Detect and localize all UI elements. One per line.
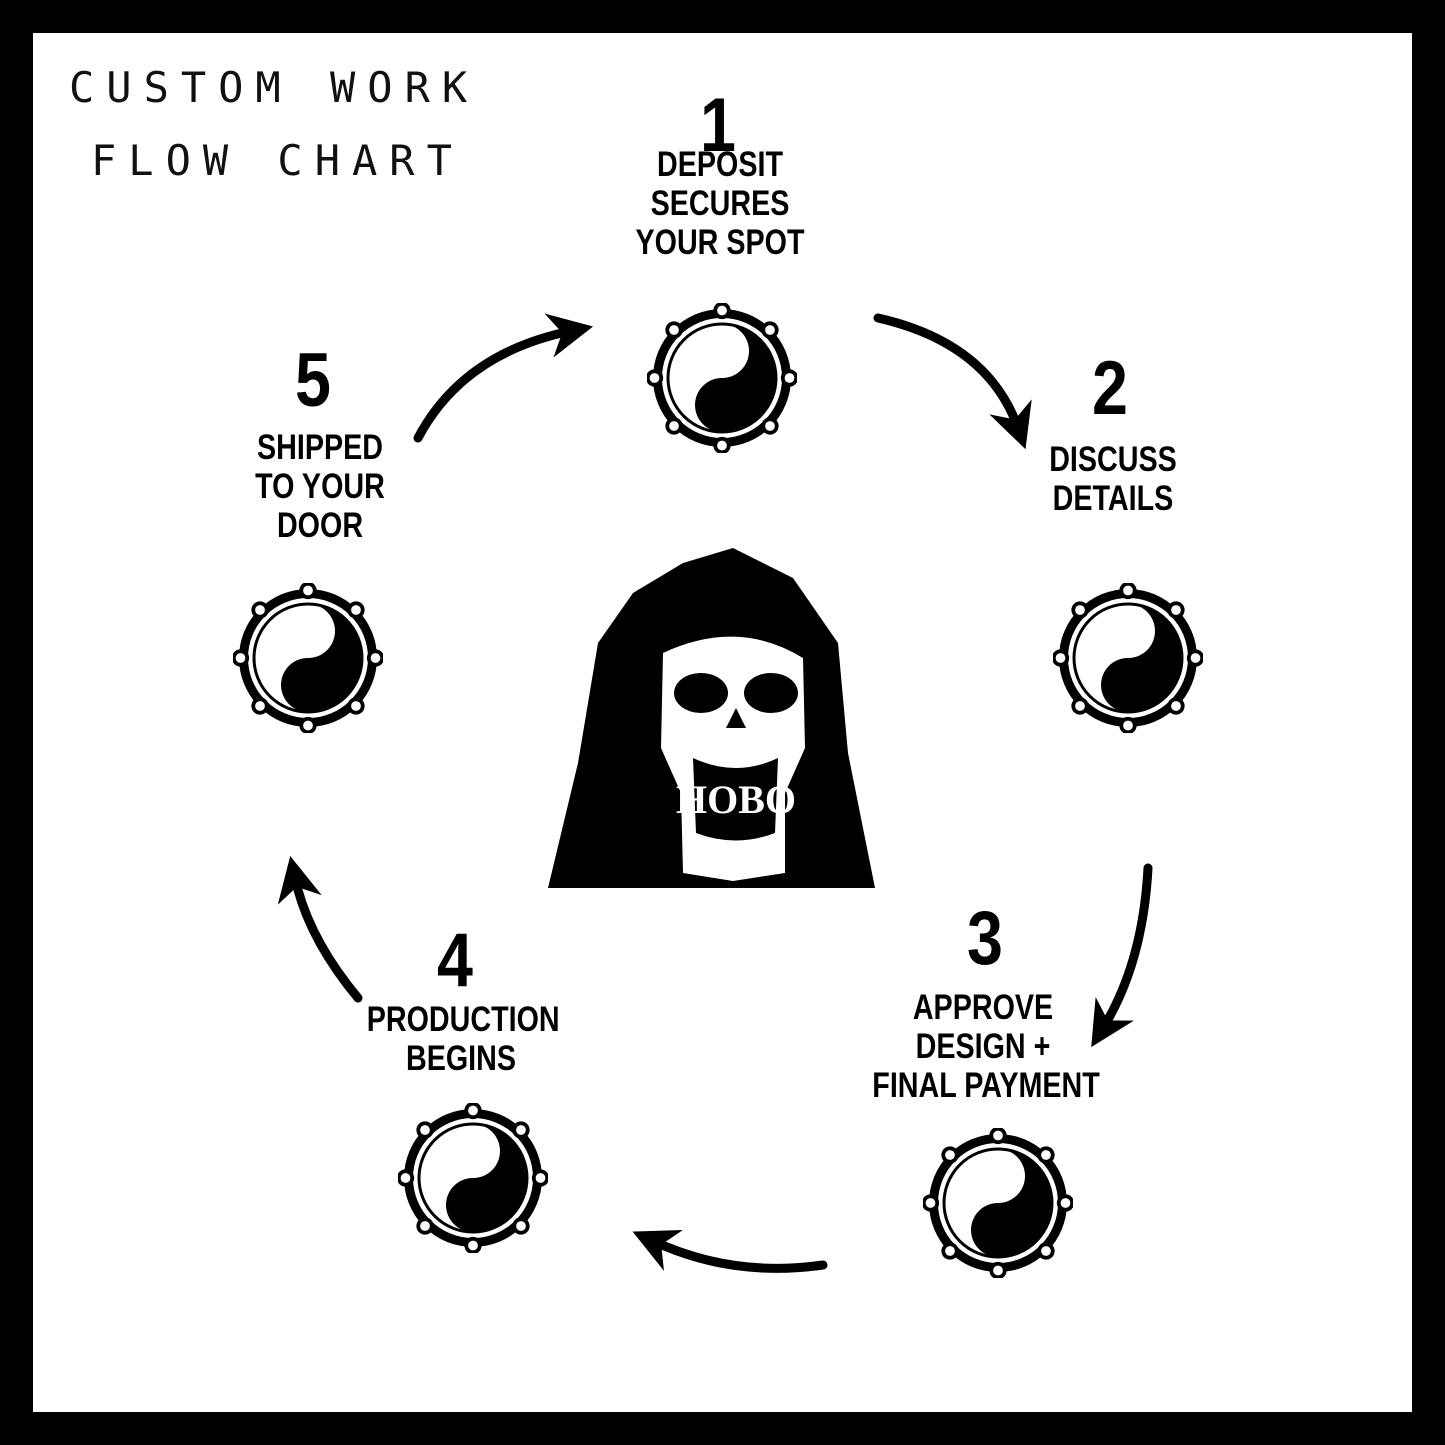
- diagram-canvas: HOBO: [277, 313, 1153, 1273]
- hooded-skull-icon: HOBO: [548, 548, 875, 888]
- step-1-label: DEPOSIT SECURES YOUR SPOT: [635, 145, 805, 262]
- title-line-1: CUSTOM WORK: [69, 63, 480, 112]
- poster-frame: CUSTOM WORK FLOW CHART 1 DEPOSIT SECURES…: [33, 33, 1412, 1412]
- step-3-label: APPROVE DESIGN + FINAL PAYMENT: [872, 988, 1100, 1105]
- step-5-label: SHIPPED TO YOUR DOOR: [255, 428, 385, 545]
- step-4-number: 4: [437, 918, 473, 1003]
- arrow-1-to-2: [873, 313, 1032, 450]
- arrow-2-to-3: [1091, 863, 1153, 1048]
- arrow-3-to-4: [632, 1230, 828, 1273]
- step-1-number: 1: [700, 83, 736, 168]
- step-2-number: 2: [1092, 346, 1128, 431]
- step-4-label: PRODUCTION BEGINS: [366, 1000, 560, 1078]
- step-5-number: 5: [295, 338, 331, 423]
- title-line-2: FLOW CHART: [91, 136, 464, 185]
- step-3-number: 3: [967, 896, 1003, 981]
- step-2-label: DISCUSS DETAILS: [1049, 440, 1177, 518]
- skull-mouth-text: HOBO: [676, 777, 796, 822]
- arrow-5-to-1: [413, 313, 594, 443]
- arrow-4-to-5: [277, 856, 363, 1003]
